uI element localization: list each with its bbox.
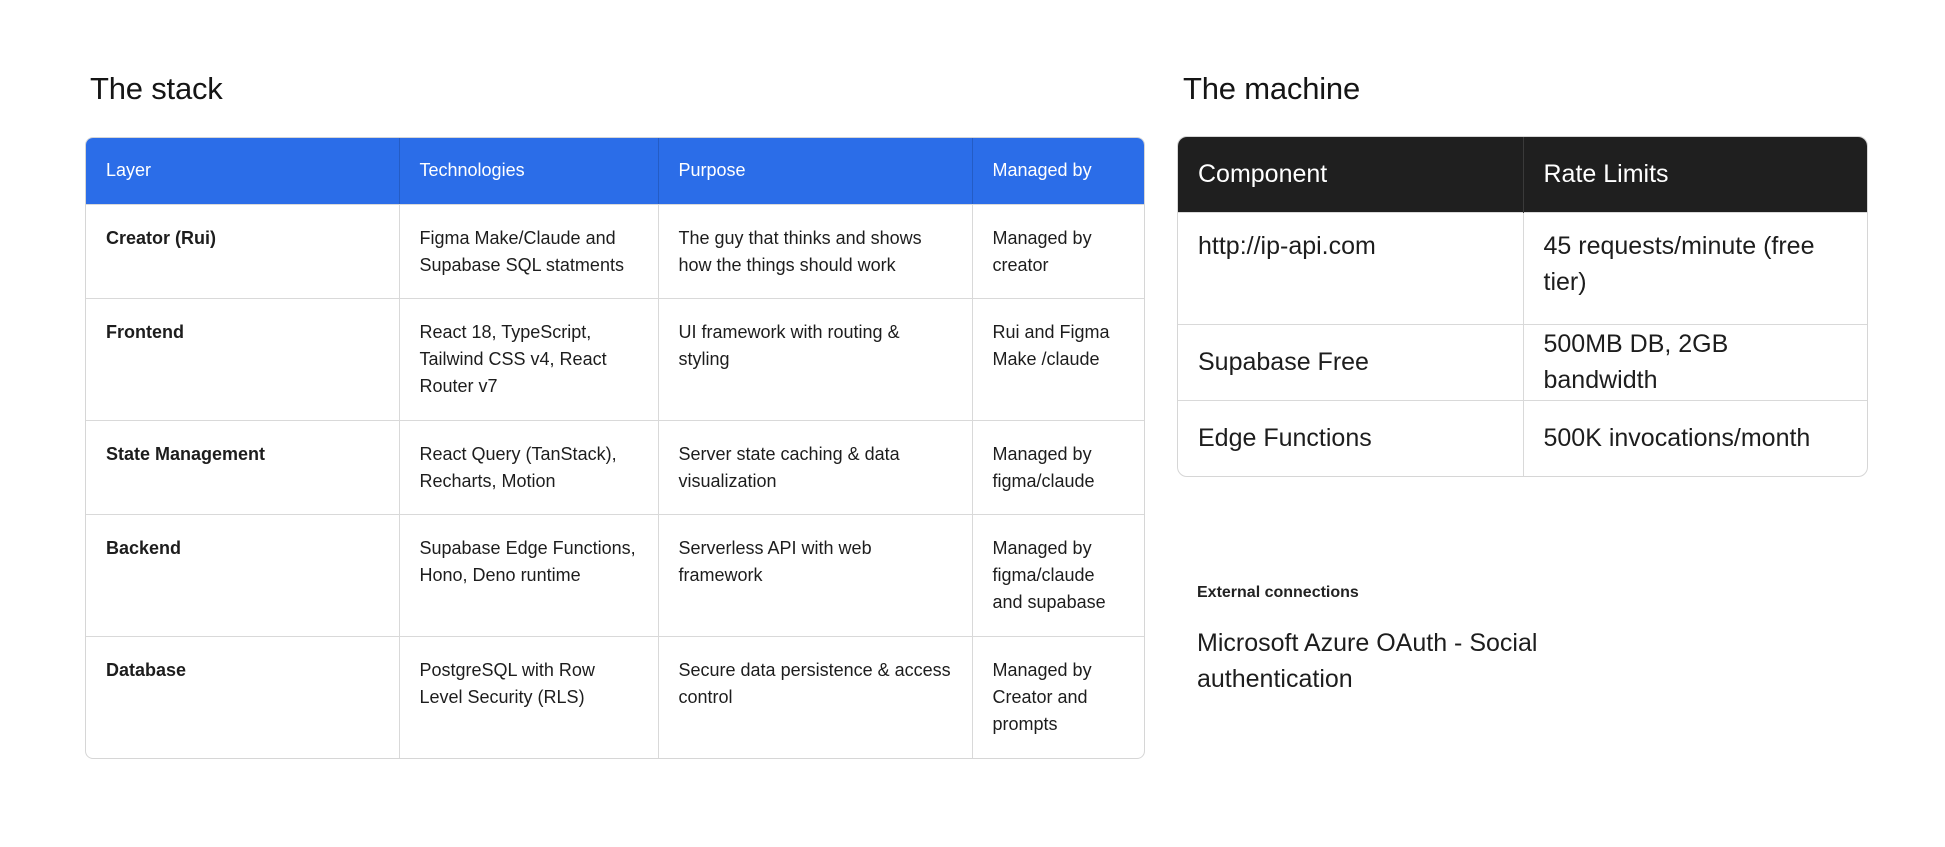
machine-header-component: Component: [1178, 137, 1524, 212]
technologies-cell: React Query (TanStack), Recharts, Motion: [399, 419, 659, 514]
table-row: Creator (Rui) Figma Make/Claude and Supa…: [86, 203, 1144, 298]
table-row: Supabase Free 500MB DB, 2GB bandwidth: [1178, 323, 1867, 400]
layer-cell: Database: [86, 635, 400, 758]
rate-limit-cell: 45 requests/minute (free tier): [1523, 211, 1867, 324]
stack-header-technologies: Technologies: [399, 138, 659, 204]
purpose-cell: The guy that thinks and shows how the th…: [658, 203, 973, 298]
table-row: http://ip-api.com 45 requests/minute (fr…: [1178, 211, 1867, 324]
layer-cell: Creator (Rui): [86, 203, 400, 298]
external-connections-label: External connections: [1197, 584, 1359, 601]
technologies-cell: Figma Make/Claude and Supabase SQL statm…: [399, 203, 659, 298]
purpose-cell: Secure data persistence & access control: [658, 635, 973, 758]
stack-header-row: Layer Technologies Purpose Managed by: [86, 138, 1144, 204]
purpose-cell: UI framework with routing & styling: [658, 297, 973, 420]
purpose-cell: Serverless API with web framework: [658, 513, 973, 636]
machine-header-rate-limits: Rate Limits: [1523, 137, 1867, 212]
table-row: Backend Supabase Edge Functions, Hono, D…: [86, 513, 1144, 636]
table-row: Frontend React 18, TypeScript, Tailwind …: [86, 297, 1144, 420]
layer-cell: Frontend: [86, 297, 400, 420]
managed-by-cell: Managed by figma/claude: [972, 419, 1144, 514]
component-cell: http://ip-api.com: [1178, 211, 1524, 324]
stack-table: Layer Technologies Purpose Managed by Cr…: [85, 137, 1145, 759]
technologies-cell: PostgreSQL with Row Level Security (RLS): [399, 635, 659, 758]
table-row: Edge Functions 500K invocations/month: [1178, 399, 1867, 476]
managed-by-cell: Managed by creator: [972, 203, 1144, 298]
stack-header-managed-by: Managed by: [972, 138, 1144, 204]
managed-by-cell: Rui and Figma Make /claude: [972, 297, 1144, 420]
technologies-cell: Supabase Edge Functions, Hono, Deno runt…: [399, 513, 659, 636]
stack-header-purpose: Purpose: [658, 138, 973, 204]
machine-header-row: Component Rate Limits: [1178, 137, 1867, 212]
technologies-cell: React 18, TypeScript, Tailwind CSS v4, R…: [399, 297, 659, 420]
component-cell: Edge Functions: [1178, 399, 1524, 476]
purpose-cell: Server state caching & data visualizatio…: [658, 419, 973, 514]
layer-cell: Backend: [86, 513, 400, 636]
managed-by-cell: Managed by Creator and prompts: [972, 635, 1144, 758]
external-connections-value: Microsoft Azure OAuth - Social authentic…: [1197, 629, 1538, 693]
component-cell: Supabase Free: [1178, 323, 1524, 400]
stack-title: The stack: [90, 71, 223, 106]
rate-limit-cell: 500MB DB, 2GB bandwidth: [1523, 323, 1867, 400]
managed-by-cell: Managed by figma/claude and supabase: [972, 513, 1144, 636]
machine-title: The machine: [1183, 71, 1361, 106]
layer-cell: State Management: [86, 419, 400, 514]
table-row: Database PostgreSQL with Row Level Secur…: [86, 635, 1144, 758]
rate-limit-cell: 500K invocations/month: [1523, 399, 1867, 476]
machine-table: Component Rate Limits http://ip-api.com …: [1177, 136, 1868, 477]
stack-header-layer: Layer: [86, 138, 400, 204]
table-row: State Management React Query (TanStack),…: [86, 419, 1144, 514]
